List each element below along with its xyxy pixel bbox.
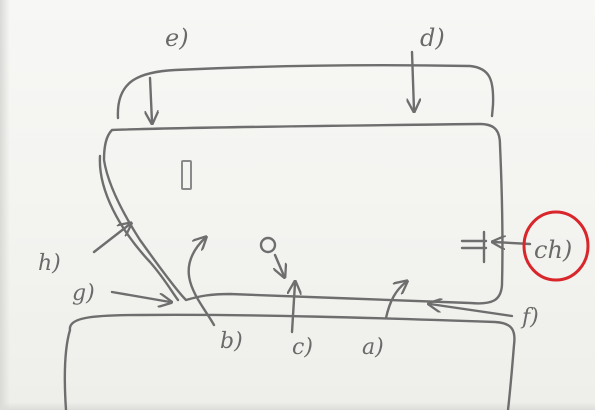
label-ch: ch): [534, 236, 572, 264]
highlight-circle: [522, 210, 590, 282]
arrow-circle-down: [275, 253, 284, 276]
arrow-f: [430, 304, 514, 318]
arrow-d: [412, 50, 414, 110]
arrow-h: [92, 224, 130, 254]
label-h: h): [38, 251, 61, 276]
left-slope-edge: [98, 154, 180, 302]
label-e: e): [165, 24, 189, 52]
bottom-plate-outline: [63, 313, 516, 410]
capacitor-symbol: [460, 230, 488, 264]
small-circle-mark: [259, 236, 277, 254]
paper-shadow-bottom: [0, 402, 595, 410]
label-f: f): [520, 305, 539, 330]
label-g: g): [72, 281, 95, 306]
arrow-g: [110, 290, 170, 302]
arrow-c: [292, 283, 295, 334]
label-c: c): [292, 335, 313, 360]
label-d: d): [420, 24, 445, 52]
paper-shadow-left: [0, 0, 10, 410]
arrow-b: [187, 238, 216, 327]
label-b: b): [220, 329, 243, 354]
arrow-e: [150, 76, 152, 122]
arrow-a: [384, 282, 406, 320]
label-a: a): [362, 335, 384, 360]
outer-cover-outline: [116, 64, 495, 120]
small-rectangle-mark: [181, 160, 192, 190]
main-body-outline: [102, 122, 504, 305]
